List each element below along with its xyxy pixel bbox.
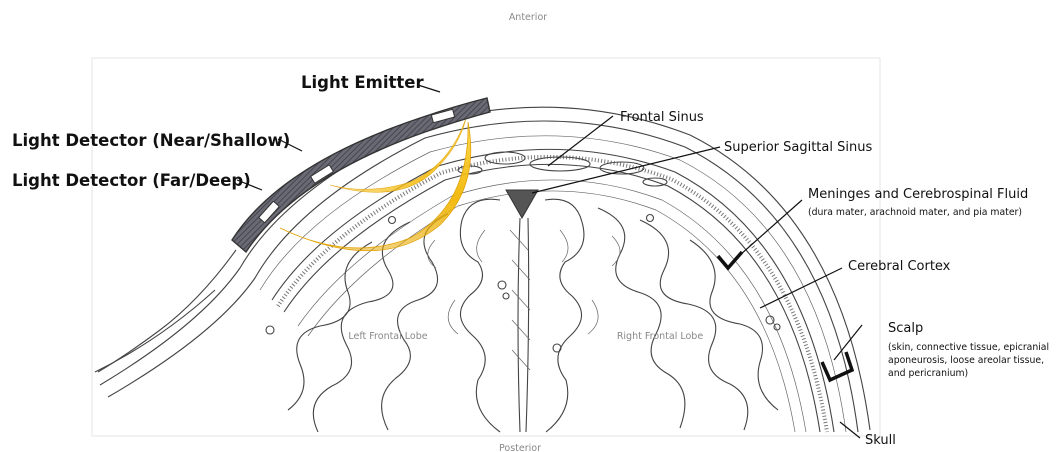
- near-detector-label: Light Detector (Near/Shallow): [12, 131, 290, 150]
- leader-lines: [237, 85, 862, 438]
- meninges-label: Meninges and Cerebrospinal Fluid: [808, 187, 1028, 202]
- right-lobe-label: Right Frontal Lobe: [617, 331, 704, 342]
- skull-label: Skull: [865, 433, 896, 448]
- sensor-cable: [98, 250, 236, 372]
- left-lobe-label: Left Frontal Lobe: [348, 331, 427, 342]
- light-emitter-label: Light Emitter: [301, 73, 424, 92]
- scalp-sublabel-2: aponeurosis, loose areolar tissue,: [888, 355, 1044, 366]
- scalp-sublabel-3: and pericranium): [888, 368, 968, 379]
- head-cross-section: [95, 107, 870, 432]
- superior-sagittal-sinus-label: Superior Sagittal Sinus: [724, 140, 872, 155]
- illustration-frame: [92, 58, 880, 436]
- scalp-label: Scalp: [888, 321, 923, 336]
- scalp-sublabel-1: (skin, connective tissue, epicranial: [888, 342, 1049, 353]
- posterior-label: Posterior: [499, 443, 541, 452]
- far-detector-label: Light Detector (Far/Deep): [12, 171, 251, 190]
- anterior-label: Anterior: [509, 12, 547, 23]
- cerebral-cortex-label: Cerebral Cortex: [848, 259, 951, 274]
- superior-sagittal-sinus-shape: [506, 190, 538, 218]
- skull-texture: [278, 157, 827, 432]
- meninges-sublabel: (dura mater, arachnoid mater, and pia ma…: [808, 207, 1022, 218]
- frontal-sinus-label: Frontal Sinus: [620, 110, 704, 125]
